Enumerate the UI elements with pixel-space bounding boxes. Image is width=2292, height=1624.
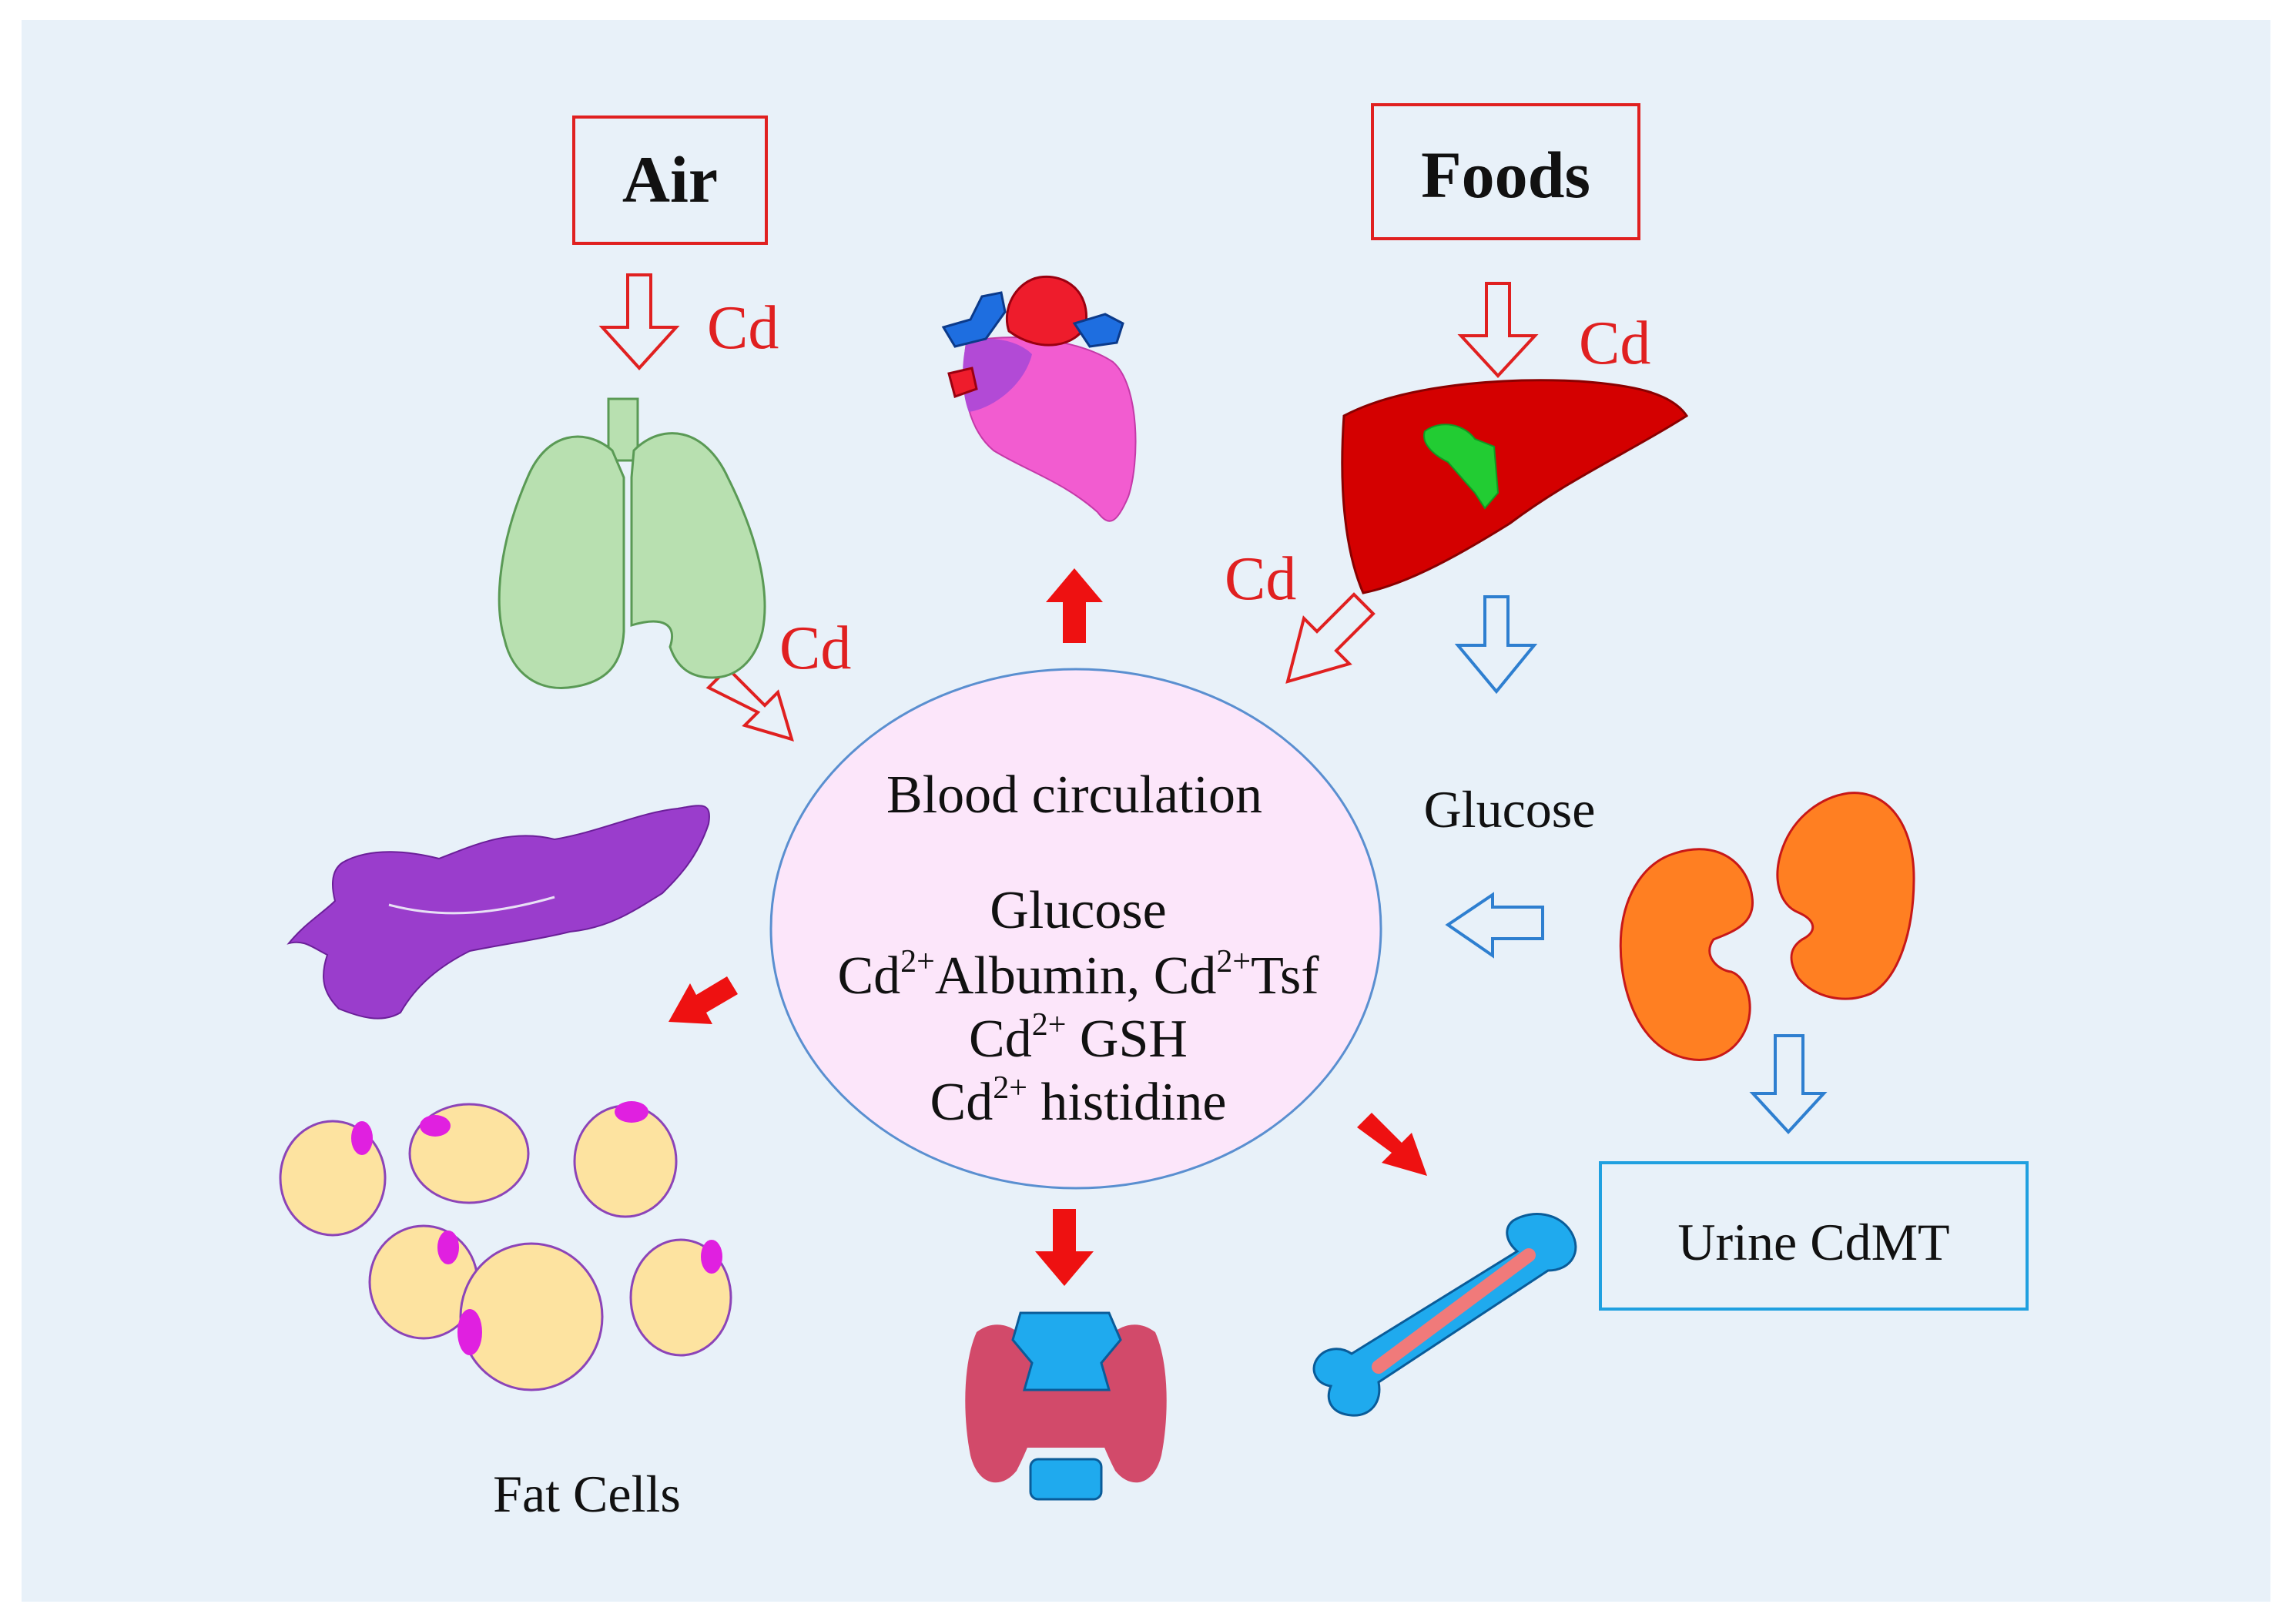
pancreas-icon — [286, 805, 710, 1020]
kidney-icon — [1619, 792, 1915, 1061]
cd-label-foods: Cd — [1579, 310, 1650, 377]
center-glucose: Glucose — [990, 881, 1166, 940]
blood-to-heart-arrow — [1046, 568, 1103, 643]
cd-label-air: Cd — [707, 294, 779, 362]
glucose-label: Glucose — [1424, 780, 1596, 839]
air-label: Air — [622, 142, 718, 216]
foods-source-box: Foods — [1371, 103, 1640, 240]
thyroid-icon — [965, 1311, 1167, 1501]
foods-to-liver-arrow — [1457, 282, 1539, 378]
lung-to-blood-arrow — [705, 666, 794, 742]
fat-cell — [279, 1120, 387, 1237]
blood-circulation-node: Blood circulation Glucose Cd2+Albumin, C… — [769, 668, 1382, 1190]
kidney-to-urine-arrow — [1749, 1034, 1828, 1134]
blood-to-thyroid-arrow — [1035, 1209, 1094, 1286]
cd-label-lung: Cd — [779, 614, 851, 682]
center-cd-gsh: Cd2+ GSH — [969, 1007, 1188, 1069]
liver-to-blood-arrow — [1285, 592, 1376, 684]
bone-icon — [1312, 1213, 1577, 1417]
blood-circulation-title: Blood circulation — [886, 765, 1262, 825]
blood-to-pancreas-fat-arrow — [668, 976, 738, 1024]
liver-icon — [1341, 379, 1689, 594]
fat-cell — [457, 1242, 604, 1391]
fat-cell — [629, 1238, 732, 1357]
kidney-to-blood-arrow — [1445, 892, 1544, 959]
center-cd-albumin-tsf: Cd2+Albumin, Cd2+Tsf — [837, 944, 1319, 1006]
liver-to-glucose-arrow — [1454, 595, 1538, 695]
fat-cell — [408, 1103, 530, 1204]
foods-label: Foods — [1421, 138, 1590, 212]
center-cd-histidine: Cd2+ histidine — [930, 1070, 1227, 1132]
fat-cells-icon — [279, 1101, 732, 1391]
lung-icon — [498, 397, 766, 689]
fat-cell — [573, 1101, 678, 1218]
fat-cell — [368, 1224, 479, 1340]
fat-cells-label: Fat Cells — [493, 1465, 681, 1523]
urine-box: Urine CdMT — [1599, 1161, 2029, 1311]
heart-icon — [941, 275, 1137, 522]
air-source-box: Air — [572, 116, 768, 245]
air-to-lung-arrow — [598, 273, 680, 370]
cd-label-liver: Cd — [1225, 545, 1296, 613]
urine-label: Urine CdMT — [1677, 1213, 1949, 1271]
blood-to-bone-arrow — [1357, 1113, 1427, 1176]
